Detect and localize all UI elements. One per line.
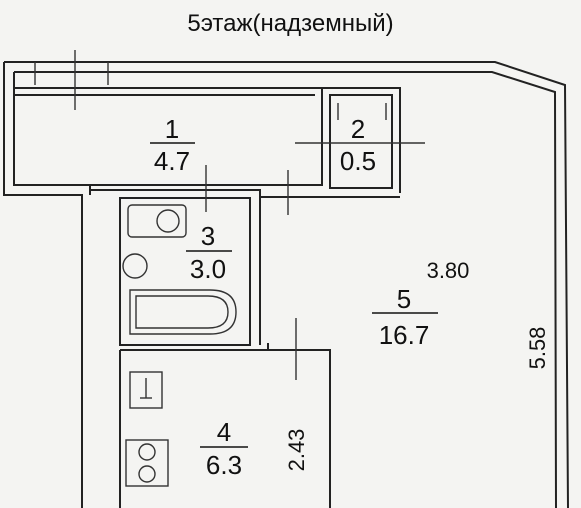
- dimension-room5-length: 5.58: [525, 327, 550, 370]
- room-5-area: 16.7: [379, 320, 430, 350]
- room-2-walls: [295, 87, 425, 193]
- room-4-number: 4: [217, 417, 231, 447]
- room-4-label: 4 6.3: [200, 417, 248, 480]
- room-2-area: 0.5: [340, 146, 376, 176]
- room-4-walls: [119, 318, 331, 508]
- floor-title: 5этаж(надземный): [187, 10, 394, 37]
- room-2-label: 2 0.5: [340, 114, 376, 176]
- room-3-label: 3 3.0: [186, 221, 232, 284]
- room-5-label: 5 16.7: [372, 284, 438, 350]
- room-1-number: 1: [165, 114, 179, 144]
- partition-walls: [90, 165, 400, 346]
- room-2-number: 2: [351, 114, 365, 144]
- bathroom-fixtures: [122, 204, 237, 335]
- dimension-room4-length: 2.43: [284, 429, 309, 472]
- dimension-room5-width: 3.80: [427, 258, 470, 283]
- room-3-number: 3: [201, 221, 215, 251]
- room-3-area: 3.0: [190, 254, 226, 284]
- room-1-area: 4.7: [154, 146, 190, 176]
- room-4-area: 6.3: [206, 450, 242, 480]
- outer-walls: [3, 61, 569, 508]
- room-1-label: 1 4.7: [150, 114, 195, 176]
- room-5-number: 5: [397, 284, 411, 314]
